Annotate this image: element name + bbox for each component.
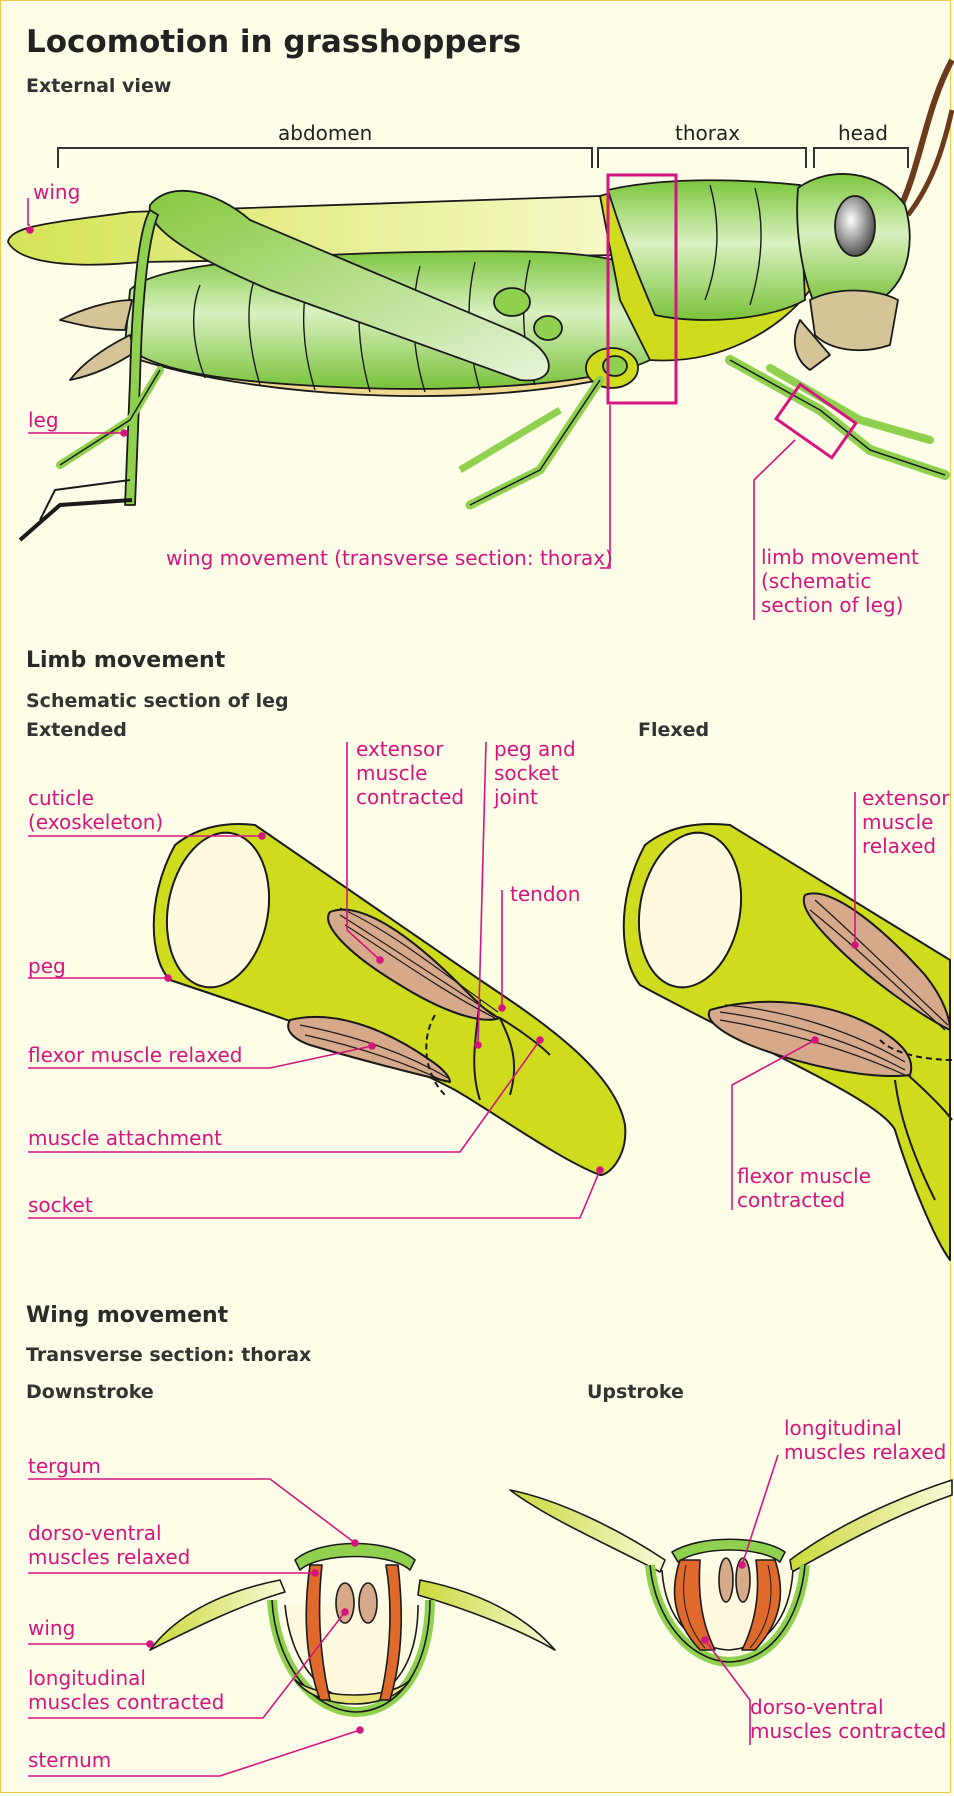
flexed-heading: Flexed bbox=[638, 719, 709, 741]
label-wing-external: wing bbox=[33, 180, 80, 204]
label-leg-external: leg bbox=[28, 408, 59, 432]
label-tergum: tergum bbox=[28, 1454, 101, 1478]
region-head: head bbox=[838, 121, 888, 145]
external-view-heading: External view bbox=[26, 75, 171, 97]
extended-heading: Extended bbox=[26, 719, 127, 741]
wing-movement-heading: Wing movement bbox=[26, 1303, 228, 1328]
region-thorax: thorax bbox=[675, 121, 740, 145]
extended-leg-illustration bbox=[154, 824, 626, 1175]
label-sternum: sternum bbox=[28, 1748, 111, 1772]
label-peg: peg bbox=[28, 954, 66, 978]
label-flexor-relaxed: flexor muscle relaxed bbox=[28, 1043, 243, 1067]
label-dorso-ventral-relaxed: dorso-ventral muscles relaxed bbox=[28, 1521, 190, 1569]
label-cuticle: cuticle (exoskeleton) bbox=[28, 786, 163, 834]
region-brackets bbox=[58, 148, 908, 168]
label-longitudinal-relaxed: longitudinal muscles relaxed bbox=[784, 1416, 946, 1464]
wing-movement-subheading: Transverse section: thorax bbox=[26, 1344, 311, 1366]
label-limb-movement: limb movement (schematic section of leg) bbox=[761, 545, 919, 617]
limb-movement-subheading: Schematic section of leg bbox=[26, 690, 289, 712]
label-flexor-contracted: flexor muscle contracted bbox=[737, 1164, 871, 1212]
upstroke-heading: Upstroke bbox=[587, 1381, 684, 1403]
upstroke-section-illustration bbox=[510, 1480, 952, 1662]
label-extensor-relaxed: extensor muscle relaxed bbox=[862, 786, 950, 858]
region-abdomen: abdomen bbox=[278, 121, 372, 145]
eye-illustration bbox=[835, 196, 875, 256]
label-dorso-ventral-contracted: dorso-ventral muscles contracted bbox=[750, 1695, 946, 1743]
page-title: Locomotion in grasshoppers bbox=[26, 24, 521, 60]
label-muscle-attachment: muscle attachment bbox=[28, 1126, 222, 1150]
grasshopper-illustration bbox=[8, 60, 952, 540]
label-longitudinal-contracted: longitudinal muscles contracted bbox=[28, 1666, 224, 1714]
label-socket: socket bbox=[28, 1193, 93, 1217]
label-wing-movement: wing movement (transverse section: thora… bbox=[166, 546, 613, 570]
label-extensor-contracted: extensor muscle contracted bbox=[356, 737, 464, 809]
limb-movement-heading: Limb movement bbox=[26, 648, 225, 673]
label-peg-socket: peg and socket joint bbox=[494, 737, 576, 809]
label-wing-section: wing bbox=[28, 1616, 75, 1640]
downstroke-heading: Downstroke bbox=[26, 1381, 154, 1403]
label-tendon: tendon bbox=[510, 882, 580, 906]
